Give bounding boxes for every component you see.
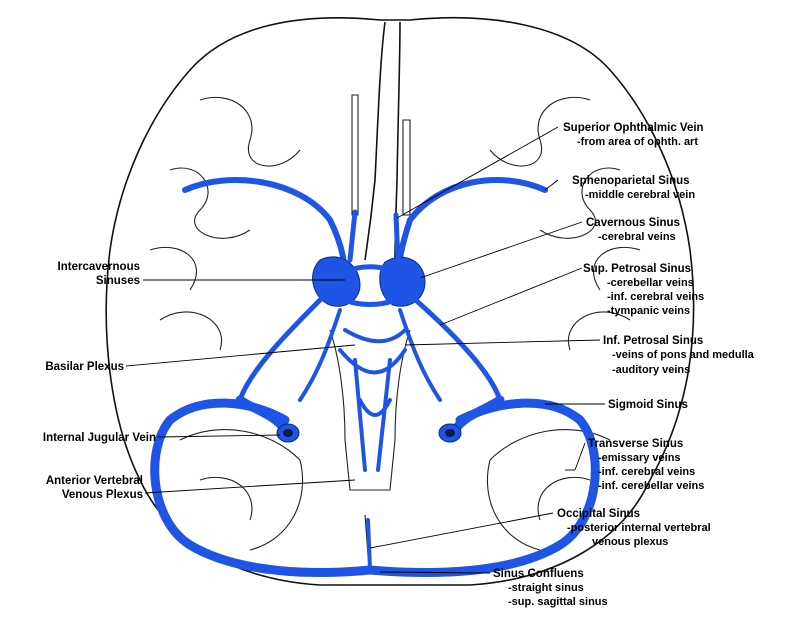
olfactory-tract-left xyxy=(351,94,359,216)
leader-inf-petrosal xyxy=(404,339,601,346)
leader-sup-ophth xyxy=(396,126,559,219)
leader-sup-petrosal xyxy=(439,267,583,326)
label-sphenoparietal-sub-0: -middle cerebral vein xyxy=(585,189,695,201)
brainstem xyxy=(329,329,411,491)
leader-occipital xyxy=(369,512,554,549)
intercavernous-sinus xyxy=(342,264,398,307)
cerebellum-left xyxy=(179,429,304,551)
label-sigmoid-title: Sigmoid Sinus xyxy=(608,399,688,411)
sup-petrosal-left xyxy=(237,292,328,403)
venous-sinuses xyxy=(150,177,600,577)
label-transverse-sub-0: -emissary veins xyxy=(598,452,681,464)
label-sup-petrosal-sub-2: -tympanic veins xyxy=(607,305,690,317)
leader-cavernous xyxy=(419,221,583,279)
label-confluens-sub-0: -straight sinus xyxy=(508,582,584,594)
sup-petrosal-right xyxy=(407,292,503,403)
longitudinal-fissure xyxy=(364,21,386,261)
jugular-lumen-left xyxy=(283,429,293,437)
leader-transverse xyxy=(574,442,586,471)
occipital-sinus xyxy=(366,518,372,572)
brain-illustration xyxy=(105,17,695,586)
label-occipital-sub-0: -posterior internal vertebral xyxy=(567,522,711,534)
sphenoparietal-right xyxy=(395,177,548,283)
label-transverse-sub-2: -inf. cerebellar veins xyxy=(598,480,704,492)
label-transverse-sub-1: -inf. cerebral veins xyxy=(598,466,695,478)
leader-basilar xyxy=(125,344,356,367)
label-intercavernous-line-1: Sinuses xyxy=(96,275,140,287)
label-cavernous-sub-0: -cerebral veins xyxy=(598,231,676,243)
jugular-lumen-right xyxy=(445,429,455,437)
label-inf-petrosal-sub-1: -auditory veins xyxy=(612,364,690,376)
label-inf-petrosal-sub-0: -veins of pons and medulla xyxy=(612,349,755,361)
label-transverse-title: Transverse Sinus xyxy=(588,438,683,450)
basilar-plexus xyxy=(298,308,442,472)
leader-confluens xyxy=(379,571,491,574)
label-intercavernous-line-0: Intercavernous xyxy=(58,261,140,273)
label-inf-petrosal-title: Inf. Petrosal Sinus xyxy=(603,335,703,347)
label-sup-petrosal-sub-1: -inf. cerebral veins xyxy=(607,291,704,303)
gyri-left-frontal xyxy=(149,96,301,351)
leader-lines xyxy=(125,126,605,574)
cerebellum-right xyxy=(486,429,611,551)
label-cavernous-title: Cavernous Sinus xyxy=(586,217,680,229)
brain-outline xyxy=(105,17,695,586)
label-occipital-sub-1: venous plexus xyxy=(592,536,668,548)
label-vertebral-line-0: Anterior Vertebral xyxy=(46,475,143,487)
label-sup-ophth-sub-0: -from area of ophth. art xyxy=(577,136,698,148)
ophthalmic-vein-right xyxy=(393,212,401,265)
label-jugular-line-0: Internal Jugular Vein xyxy=(43,432,156,444)
label-confluens-sub-1: -sup. sagittal sinus xyxy=(508,596,608,608)
label-basilar-line-0: Basilar Plexus xyxy=(45,361,124,373)
label-sup-petrosal-title: Sup. Petrosal Sinus xyxy=(583,263,691,275)
right-labels: Superior Ophthalmic Vein -from area of o… xyxy=(493,122,755,608)
label-confluens-title: Sinus Confluens xyxy=(493,568,584,580)
left-labels: Intercavernous Sinuses Basilar Plexus In… xyxy=(43,261,156,501)
label-vertebral-line-1: Venous Plexus xyxy=(62,489,143,501)
label-sup-ophth-title: Superior Ophthalmic Vein xyxy=(563,122,704,134)
olfactory-tract-right xyxy=(402,119,411,216)
label-sup-petrosal-sub-0: -cerebellar veins xyxy=(607,277,694,289)
label-sphenoparietal-title: Sphenoparietal Sinus xyxy=(572,175,690,187)
label-occipital-title: Occipital Sinus xyxy=(557,508,640,520)
ophthalmic-vein-left xyxy=(347,209,358,263)
leader-sphenoparietal xyxy=(544,179,559,191)
leader-vertebral xyxy=(144,479,356,494)
gyri-right-frontal xyxy=(489,96,641,351)
leader-jugular xyxy=(157,434,281,438)
